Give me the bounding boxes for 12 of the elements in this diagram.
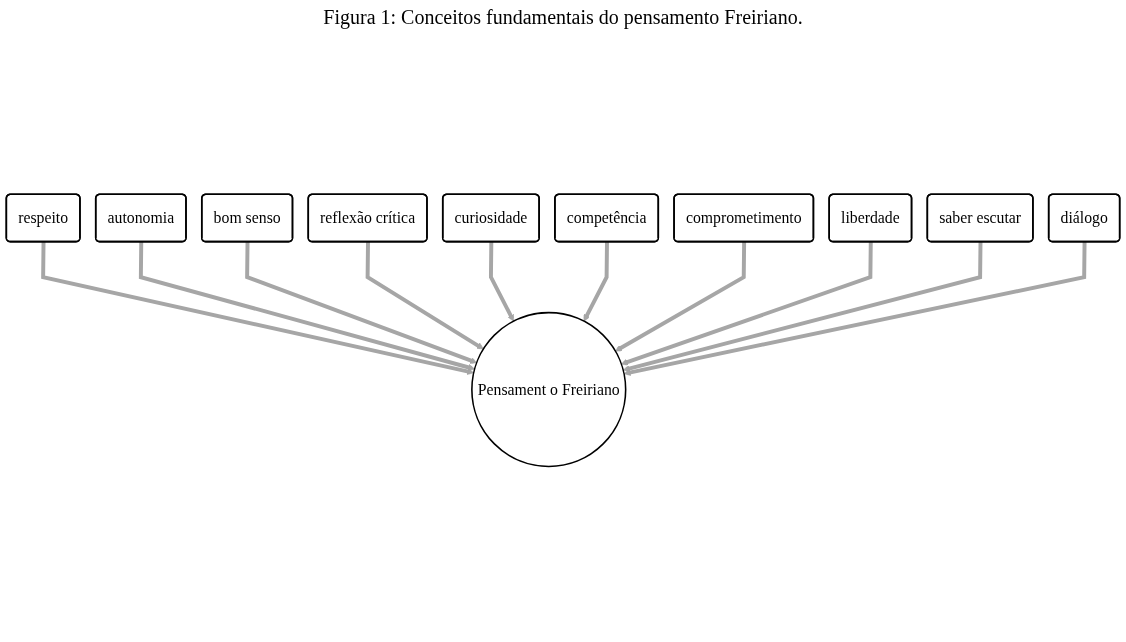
arrow [583,242,609,322]
arrow [365,242,484,350]
arrow [138,242,475,371]
arrow [41,242,474,375]
arrow [621,242,873,366]
figure-title: Figura 1: Conceitos fundamentais do pensamento Freiriano. [322,6,804,29]
arrow [622,242,983,373]
arrow [623,242,1087,376]
arrow [245,242,477,364]
node-circle: Pensament o Freiriano [471,311,627,468]
arrow [615,242,747,352]
arrow [488,242,514,322]
